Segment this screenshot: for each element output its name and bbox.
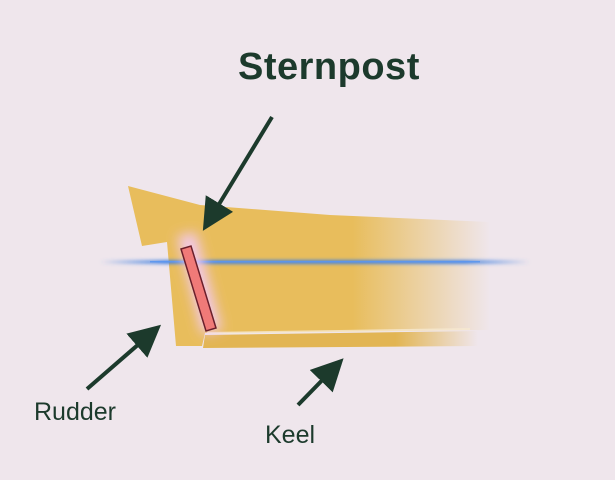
- sternpost-label: Sternpost: [238, 46, 420, 88]
- rudder-label: Rudder: [34, 398, 116, 426]
- waterline-core: [150, 261, 480, 263]
- keel-label: Keel: [265, 421, 316, 449]
- keel: [203, 331, 478, 348]
- hull-body: [128, 186, 490, 346]
- rudder-arrow: [85, 324, 162, 391]
- keel-arrow: [296, 358, 344, 407]
- rudder: [177, 232, 222, 334]
- rudder-blade: [180, 245, 217, 332]
- keel-seam: [206, 328, 471, 334]
- sternpost-arrow: [202, 115, 274, 231]
